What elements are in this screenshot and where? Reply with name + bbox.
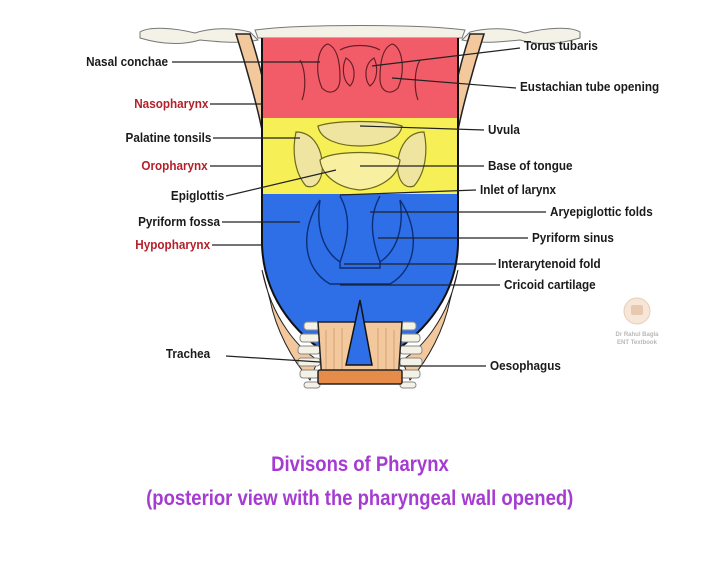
caption-title-text: Divisons of Pharynx [271,453,449,476]
label-pyriform-sinus: Pyriform sinus [532,230,614,245]
label-pyriform-fossa: Pyriform fossa [138,214,220,229]
label-nasopharynx: Nasopharynx [133,96,208,111]
label-palatine-tonsils: Palatine tonsils [125,130,211,145]
caption-subtitle: (posterior view with the pharyngeal wall… [0,487,720,511]
watermark-logo-icon [623,297,651,325]
pharynx-tip [345,299,373,366]
tonsils-shape [293,120,427,188]
watermark: Dr Rahul Bagla ENT Textbook [612,296,662,347]
caption-subtitle-text: (posterior view with the pharyngeal wall… [146,487,574,510]
label-aryepiglottic-folds: Aryepiglottic folds [550,204,653,219]
label-oropharynx: Oropharynx [141,158,208,173]
leader-lines [172,47,546,367]
nasopharynx-region [262,38,458,118]
label-inlet-of-larynx: Inlet of larynx [480,182,557,197]
label-hypopharynx: Hypopharynx [135,237,210,252]
label-nasal-conchae: Nasal conchae [86,54,168,69]
label-cricoid-cartilage: Cricoid cartilage [504,277,596,292]
skull-base-right [461,27,581,45]
label-eustachian-tube-opening: Eustachian tube opening [520,79,660,94]
skull-mid [254,25,466,39]
label-trachea: Trachea [165,346,210,361]
label-interarytenoid-fold: Interarytenoid fold [498,256,601,271]
label-uvula: Uvula [488,122,520,137]
watermark-line2: ENT Textbook [617,340,657,346]
watermark-line1: Dr Rahul Bagla [615,332,659,338]
caption-title: Divisons of Pharynx [0,453,720,477]
larynx-shape [306,195,414,285]
label-base-of-tongue: Base of tongue [488,158,573,173]
label-oesophagus: Oesophagus [490,358,561,373]
label-epiglottis: Epiglottis [170,188,224,203]
epiglottis-shape [319,151,401,191]
skull-base-left [139,27,259,45]
pharynx-diagram [139,25,581,389]
oesophagus-end [317,369,403,385]
label-torus-tubaris: Torus tubaris [524,38,598,53]
